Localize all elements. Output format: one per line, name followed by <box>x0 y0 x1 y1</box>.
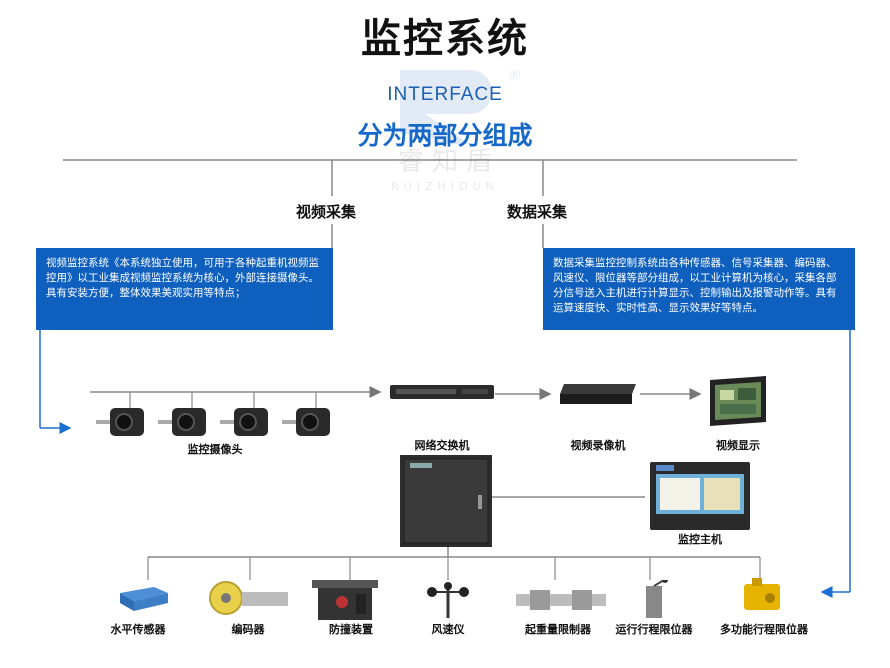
sensor-label-3: 风速仪 <box>431 623 465 636</box>
sensor-label-6: 多功能行程限位器 <box>720 623 808 636</box>
camera-icon <box>282 408 330 436</box>
multifunction-limit-switch-icon <box>740 578 784 618</box>
data-capture-description: 数据采集监控控制系统由各种传感器、信号采集器、编码器、风速仪、限位器等部分组成，… <box>543 248 855 330</box>
camera-icon <box>158 408 206 436</box>
network-switch-icon <box>390 382 494 408</box>
video-display-icon <box>706 376 770 432</box>
sensor-label-5: 运行行程限位器 <box>615 623 693 636</box>
control-cabinet-icon <box>400 455 494 553</box>
camera-icon <box>220 408 268 436</box>
travel-limit-switch-icon <box>640 577 670 624</box>
level-sensor-icon <box>114 583 174 619</box>
network-switch-label: 网络交换机 <box>414 439 470 452</box>
sensor-label-1: 编码器 <box>231 623 265 636</box>
monitoring-host-label: 监控主机 <box>678 533 722 546</box>
sensor-label-4: 起重量限制器 <box>525 623 591 636</box>
video-recorder-icon <box>556 380 640 412</box>
camera-label: 监控摄像头 <box>187 443 243 456</box>
video-display-label: 视频显示 <box>716 439 760 452</box>
anemometer-icon <box>426 580 470 624</box>
video-capture-description: 视频监控系统《本系统独立使用，可用于各种起重机视频监控用》以工业集成视频监控系统… <box>36 248 333 330</box>
encoder-icon <box>206 578 292 622</box>
watermark-brand-en: RUIZHIDUN <box>391 180 499 193</box>
monitoring-host-icon <box>650 462 750 536</box>
registered-mark: ® <box>508 68 522 84</box>
load-limiter-icon <box>516 586 608 618</box>
video-capture-label: 视频采集 <box>296 203 357 221</box>
sensor-label-0: 水平传感器 <box>110 623 166 636</box>
page-title: 监控系统 <box>361 16 529 62</box>
anti-collision-device-icon <box>312 580 382 626</box>
brand-watermark: ® 睿 知 盾 RUIZHIDUN <box>330 60 560 195</box>
data-capture-label: 数据采集 <box>507 203 568 221</box>
camera-icon <box>96 408 144 436</box>
watermark-brand-cn: 睿 知 盾 <box>398 147 493 177</box>
camera-group <box>92 404 362 444</box>
video-recorder-label: 视频录像机 <box>570 439 626 452</box>
sensor-label-2: 防撞装置 <box>329 623 373 636</box>
interface-heading: INTERFACE <box>387 84 503 105</box>
subtitle: 分为两部分组成 <box>357 121 533 150</box>
